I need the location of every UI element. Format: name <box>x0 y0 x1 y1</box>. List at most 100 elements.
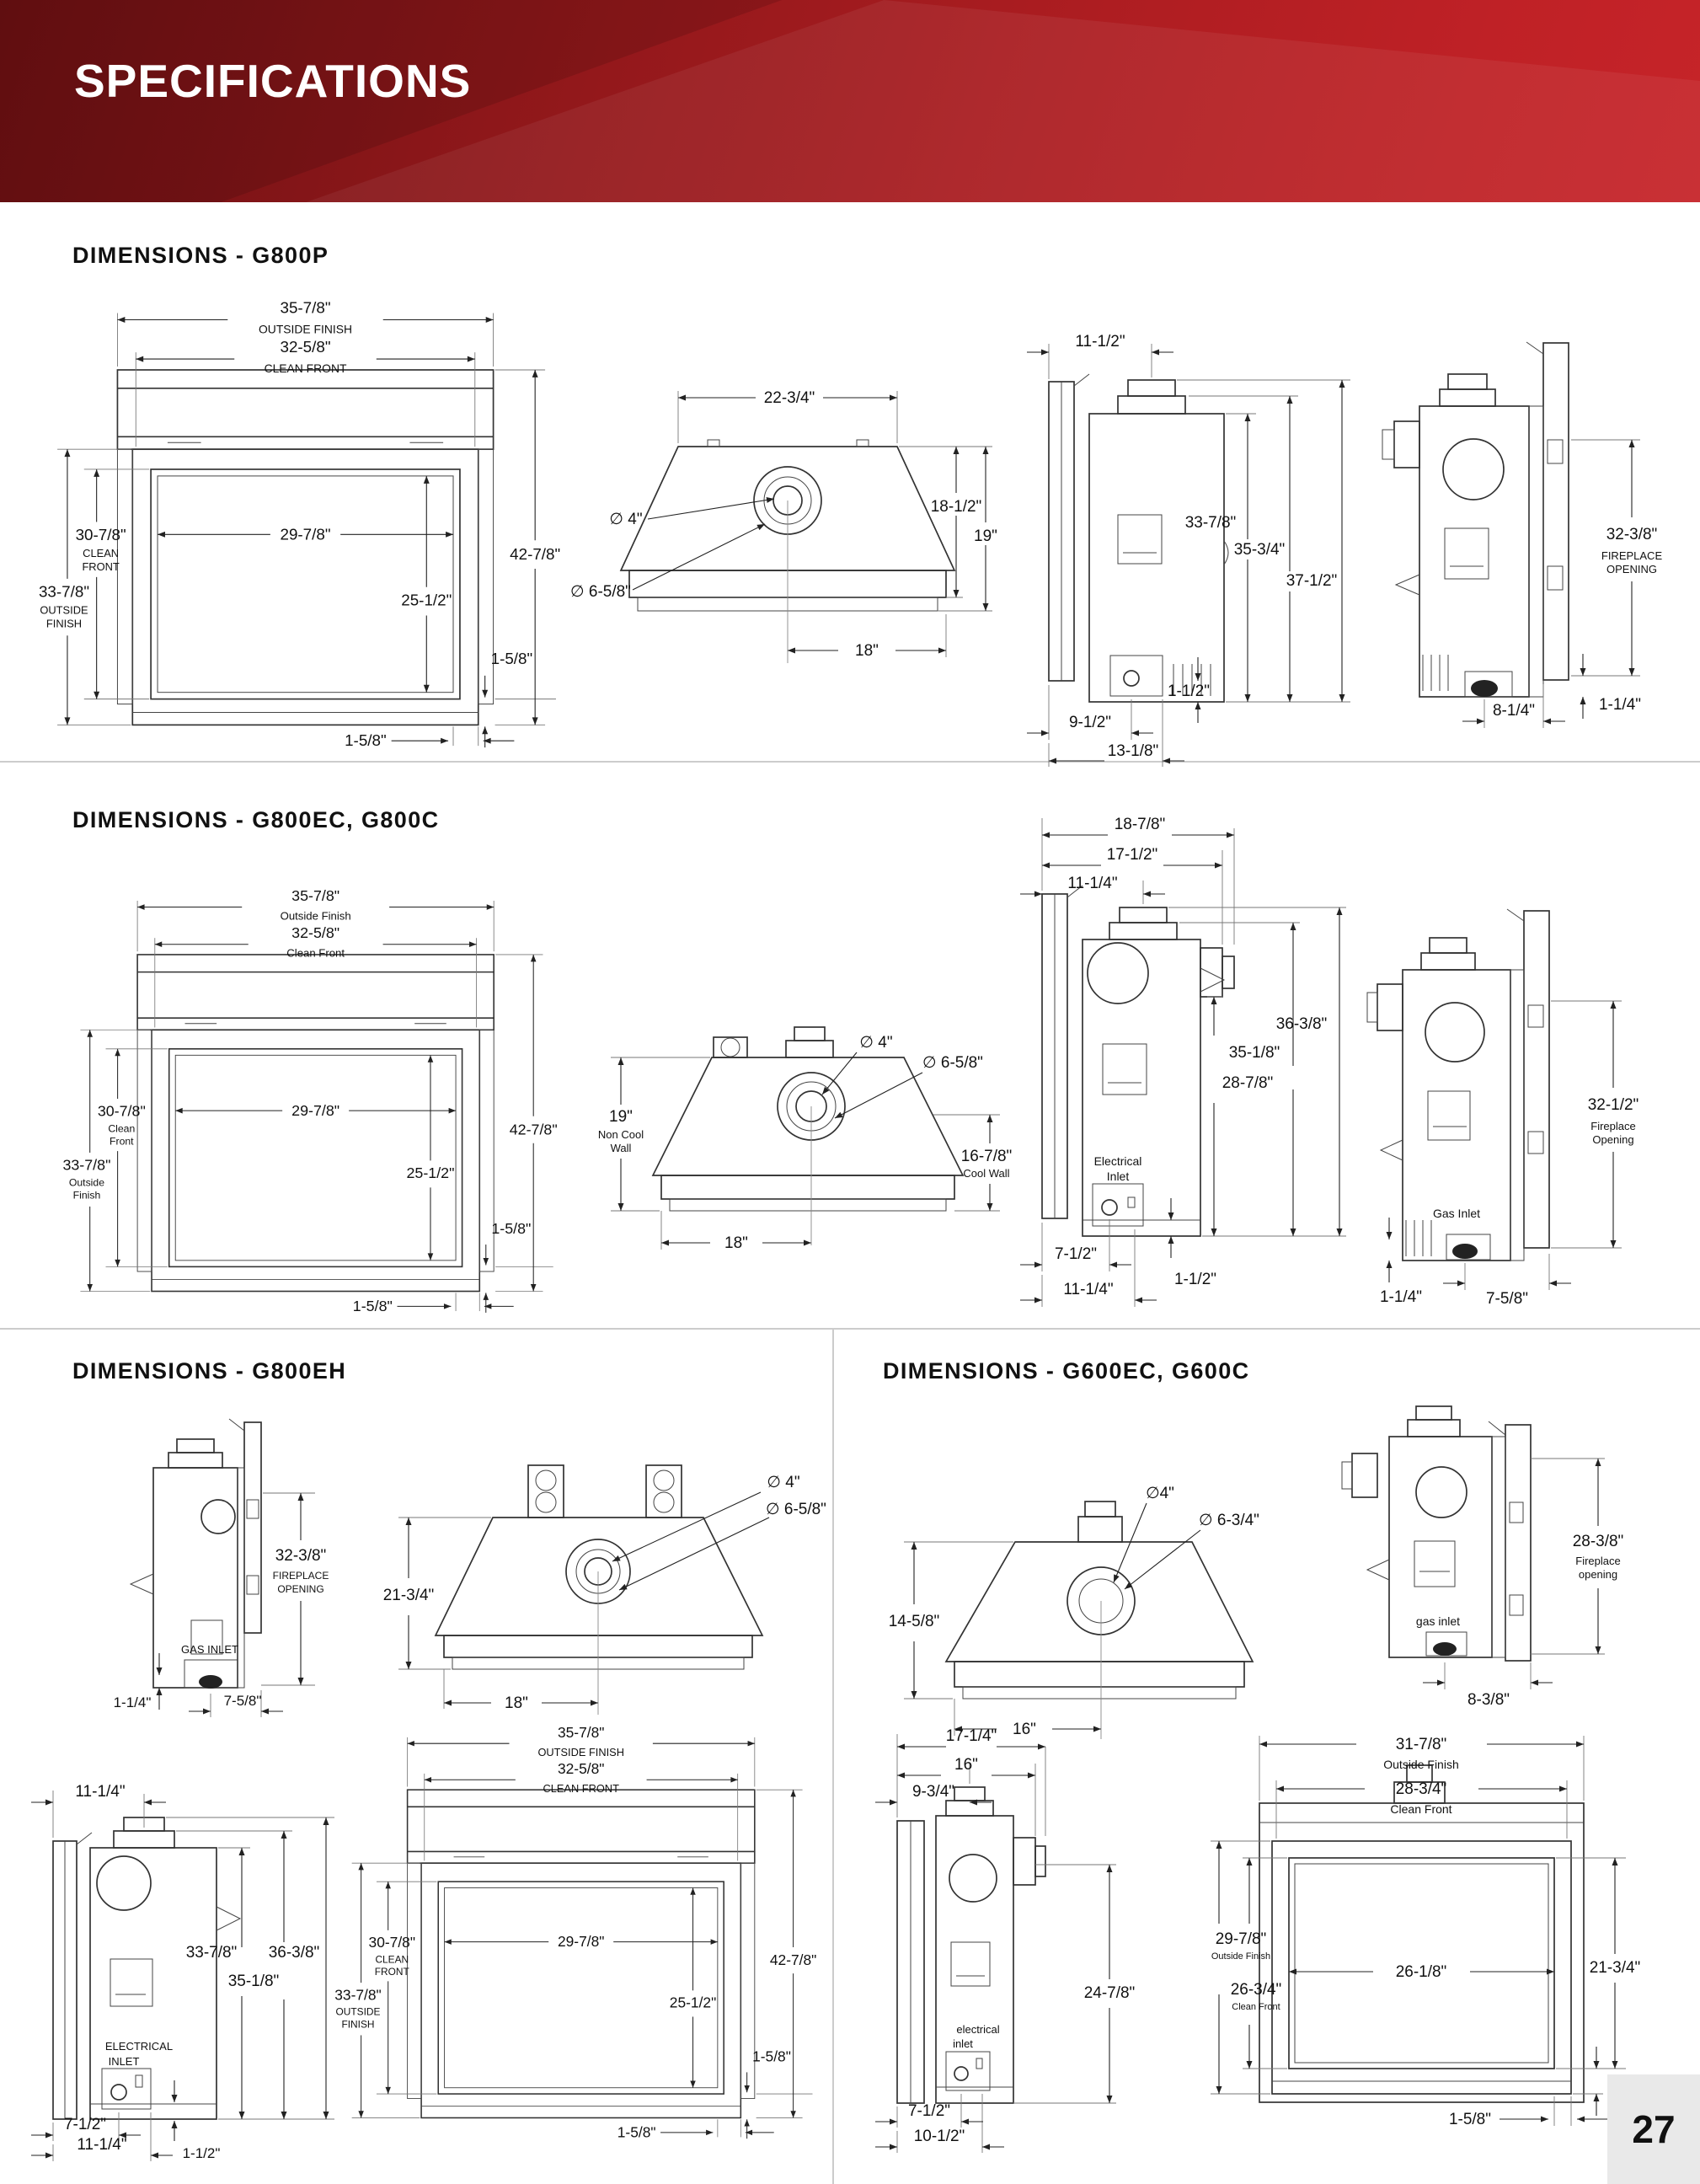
dim-label: 36-3/8" <box>269 1944 320 1962</box>
dim-label: 28-3/4" <box>1396 1780 1447 1798</box>
dim-label: 18" <box>724 1234 748 1252</box>
dim-label: 33-7/8" <box>1185 514 1237 532</box>
dim-caption: Cool Wall <box>963 1167 1009 1180</box>
dim-caption: CLEAN FRONT <box>543 1782 619 1795</box>
inlet-label: Inlet <box>1107 1170 1130 1183</box>
section-title-g800p: DIMENSIONS - G800P <box>72 243 329 268</box>
dim-caption: Outside Finish <box>281 910 351 923</box>
dim-label: 28-3/8" <box>1573 1533 1624 1550</box>
dim-label: 7-1/2" <box>64 2116 106 2133</box>
g800ec-front-view: 35-7/8" Outside Finish 32-5/8" Clean Fro… <box>62 887 558 1314</box>
dim-caption: Clean Front <box>286 947 345 960</box>
dim-label: 8-1/4" <box>1493 702 1535 720</box>
dim-caption: OUTSIDE FINISH <box>537 1746 624 1758</box>
dim-label: 33-7/8" <box>39 583 89 601</box>
dim-label: 1-5/8" <box>617 2123 656 2140</box>
dim-label: 11-1/4" <box>1063 1281 1113 1298</box>
dim-label: 24-7/8" <box>1084 1984 1136 2002</box>
section-divider <box>0 1328 1700 1330</box>
dim-label: 1-5/8" <box>345 731 387 749</box>
dim-label: 18-1/2" <box>931 498 982 516</box>
dim-label: ∅ 6-5/8" <box>570 583 631 601</box>
dim-label: 35-1/8" <box>1229 1044 1280 1062</box>
g800p-side-view-2: 32-3/8" FIREPLACE OPENING 8-1/4" 1-1/4" <box>1382 341 1663 728</box>
page-title: SPECIFICATIONS <box>74 55 472 107</box>
dim-label: 21-3/4" <box>383 1587 435 1604</box>
dim-caption: Clean Front <box>1232 2002 1280 2012</box>
dim-label: 22-3/4" <box>764 389 815 407</box>
dim-label: 1-5/8" <box>491 650 533 667</box>
dim-caption: CLEAN <box>375 1953 409 1965</box>
dim-label: 33-7/8" <box>62 1157 110 1174</box>
g800p-top-view: 22-3/4" ∅ 4" ∅ 6-5/8" 18-1/2" 19" 18" <box>570 389 997 663</box>
dim-label: ∅ 6-5/8" <box>766 1501 826 1518</box>
dim-label: 1-1/2" <box>183 2145 221 2161</box>
dim-label: 19" <box>974 527 997 545</box>
g800eh-side-view-electrical: 11-1/4" 33-7/8" 36-3/8" 35-1/8" ELECTRIC… <box>31 1783 334 2161</box>
dim-label: ∅ 6-5/8" <box>922 1054 983 1072</box>
dim-label: 32-5/8" <box>558 1760 604 1777</box>
dim-label: 1-1/4" <box>1599 696 1641 714</box>
dim-caption: FIREPLACE <box>1601 549 1663 562</box>
dim-label: ∅ 4" <box>767 1474 799 1491</box>
dim-label: 1-1/2" <box>1168 682 1210 700</box>
dim-label: 30-7/8" <box>76 526 126 543</box>
dim-label: 9-1/2" <box>1069 714 1111 731</box>
g600-side-view-gas: 28-3/8" Fireplace opening gas inlet 8-3/… <box>1341 1405 1624 1709</box>
dim-caption: Finish <box>73 1190 101 1202</box>
dim-label: 13-1/8" <box>1108 742 1159 760</box>
dim-label: 16" <box>954 1756 978 1774</box>
dim-caption: Clean <box>108 1123 135 1135</box>
dim-label: 29-7/8" <box>558 1933 604 1950</box>
dim-label: 32-3/8" <box>1606 526 1658 543</box>
dim-caption: Opening <box>1592 1133 1633 1146</box>
dim-label: ∅4" <box>1146 1485 1174 1502</box>
dim-label: 26-3/4" <box>1231 1981 1282 1999</box>
dim-label: 35-3/4" <box>1234 541 1286 559</box>
dim-caption: CLEAN FRONT <box>265 361 347 375</box>
g800eh-side-view-gas: 32-3/8" FIREPLACE OPENING GAS INLET 1-1/… <box>114 1418 329 1717</box>
dim-label: 8-3/8" <box>1467 1691 1510 1709</box>
dim-label: ∅ 4" <box>609 511 642 528</box>
dim-label: 29-7/8" <box>291 1102 339 1119</box>
section-title-g600: DIMENSIONS - G600EC, G600C <box>883 1358 1250 1384</box>
dim-label: 11-1/2" <box>1075 333 1125 351</box>
section-divider <box>832 1330 834 2184</box>
dim-label: ∅ 6-3/4" <box>1199 1512 1259 1529</box>
dim-label: 35-7/8" <box>280 299 330 317</box>
dim-label: 16-7/8" <box>961 1148 1013 1165</box>
inlet-label: ELECTRICAL <box>105 2040 173 2053</box>
dim-label: 18-7/8" <box>1115 816 1166 833</box>
dim-label: 11-1/4" <box>77 2136 126 2154</box>
g800p-front-view: 35-7/8" OUTSIDE FINISH 32-5/8" CLEAN FRO… <box>39 299 560 750</box>
dim-label: 1-1/2" <box>1174 1271 1216 1288</box>
inlet-label: INLET <box>109 2055 140 2068</box>
dim-label: 42-7/8" <box>510 1121 558 1138</box>
dim-label: 33-7/8" <box>334 1986 381 2003</box>
dim-label: 1-5/8" <box>353 1298 393 1314</box>
dim-label: 14-5/8" <box>889 1613 940 1630</box>
dim-label: 18" <box>855 642 879 660</box>
dim-label: 35-7/8" <box>291 887 339 904</box>
dim-label: ∅ 4" <box>859 1034 892 1052</box>
dim-label: 29-7/8" <box>1216 1930 1267 1948</box>
dim-label: 7-5/8" <box>1486 1290 1528 1308</box>
dim-caption: Outside Finish <box>1383 1758 1458 1771</box>
section-title-g800eh: DIMENSIONS - G800EH <box>72 1358 347 1384</box>
section-divider <box>0 761 1700 763</box>
dim-label: 25-1/2" <box>670 1994 716 2010</box>
dim-label: 9-3/4" <box>912 1783 954 1801</box>
dim-label: 7-1/2" <box>908 2102 950 2120</box>
dim-label: 16" <box>1013 1721 1036 1738</box>
inlet-label: electrical <box>956 2023 999 2036</box>
dim-label: 25-1/2" <box>406 1164 454 1181</box>
dim-caption: FIREPLACE <box>273 1570 329 1582</box>
g800ec-side-view: 18-7/8" 17-1/2" 11-1/4" 36-3/8" 35-1/8" … <box>1020 816 1346 1307</box>
dim-label: 32-5/8" <box>291 924 339 941</box>
dim-caption: FRONT <box>375 1966 409 1978</box>
dim-label: 11-1/4" <box>75 1783 125 1801</box>
dim-caption: Fireplace <box>1590 1120 1635 1132</box>
inlet-label: Electrical <box>1094 1154 1142 1168</box>
inlet-label: gas inlet <box>1416 1614 1460 1628</box>
